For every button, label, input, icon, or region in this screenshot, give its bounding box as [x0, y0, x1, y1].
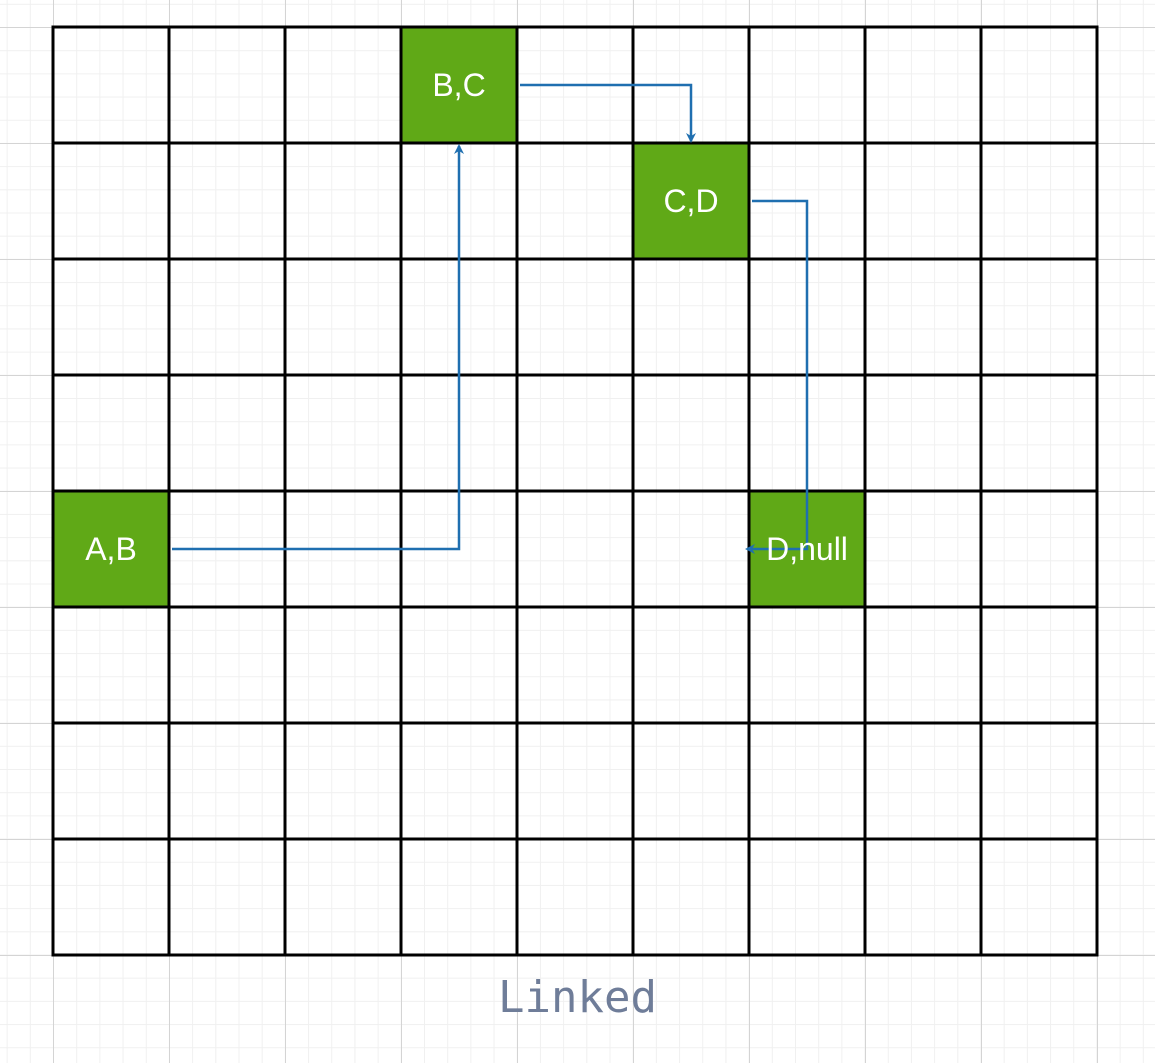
node-label-cd: C,D	[663, 183, 718, 219]
link-arrows	[172, 83, 809, 554]
bucket-node-cd	[633, 143, 749, 259]
node-label-bc: B,C	[432, 67, 485, 103]
diagram-caption: Linked	[498, 972, 657, 1023]
link-arrow-ab-to-bc	[172, 144, 464, 551]
node-label-ab: A,B	[85, 531, 137, 567]
bucket-node-bc	[401, 27, 517, 143]
bucket-node-ab	[53, 491, 169, 607]
bucket-grid	[51, 25, 1099, 957]
node-label-dn: D,null	[766, 531, 848, 567]
link-arrow-bc-to-cd	[520, 83, 696, 143]
link-arrow-cd-to-dn	[745, 199, 809, 554]
node-labels: A,B B,C C,D D,null	[85, 67, 848, 567]
